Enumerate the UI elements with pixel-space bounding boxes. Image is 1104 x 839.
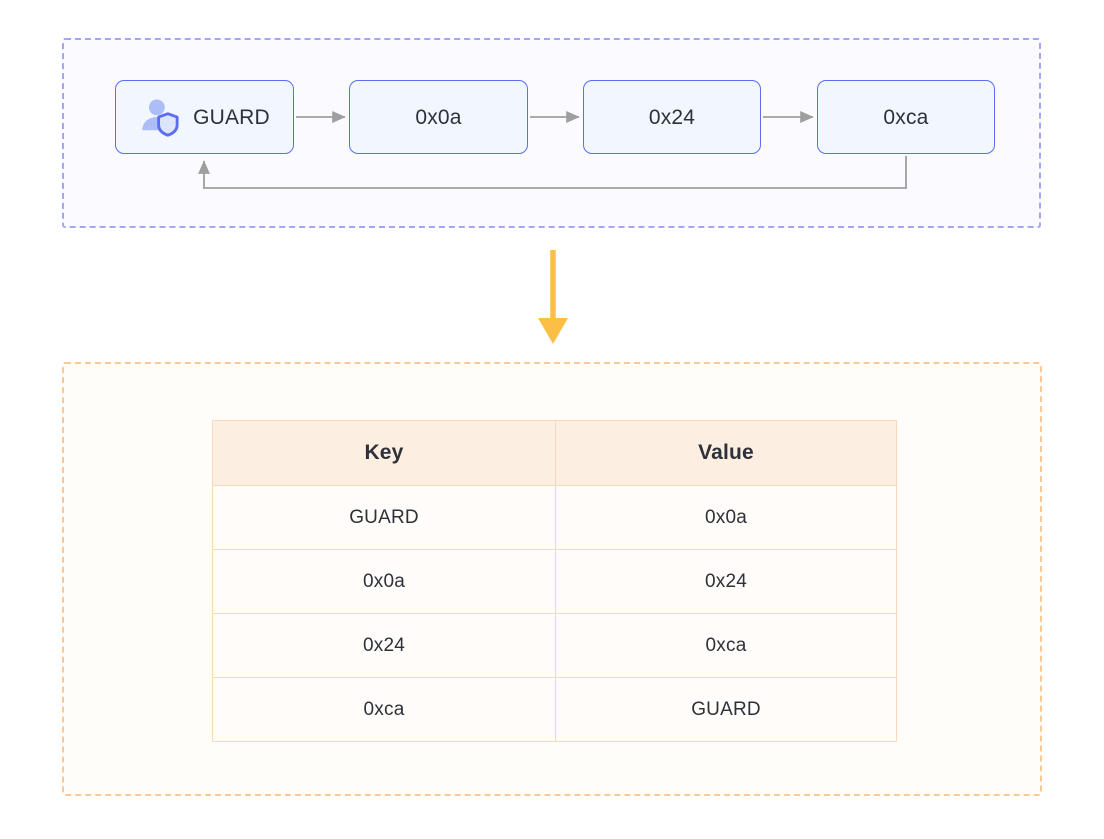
table-row[interactable]: 0x0a 0x24 (212, 549, 897, 614)
cell-key: 0x24 (212, 613, 556, 678)
table-row[interactable]: GUARD 0x0a (212, 485, 897, 550)
table-row[interactable]: 0xca GUARD (212, 677, 897, 742)
down-arrow-icon (538, 250, 568, 344)
cell-value: 0x0a (555, 485, 897, 550)
cell-value: GUARD (555, 677, 897, 742)
node-0xca[interactable]: 0xca (817, 80, 995, 154)
node-guard[interactable]: GUARD (115, 80, 294, 154)
edge-n3-to-guard-loopback (198, 156, 907, 189)
cell-key: GUARD (212, 485, 556, 550)
column-header-value: Value (555, 420, 897, 486)
table-header-row: Key Value (212, 420, 897, 486)
user-shield-icon (142, 99, 179, 137)
cell-value: 0x24 (555, 549, 897, 614)
linked-list-group: GUARD 0x0a 0x24 0xca (62, 38, 1041, 228)
column-header-key: Key (212, 420, 556, 486)
table-row[interactable]: 0x24 0xca (212, 613, 897, 678)
node-0x0a-label: 0x0a (415, 105, 462, 129)
node-0x24-label: 0x24 (648, 105, 696, 129)
node-0x0a[interactable]: 0x0a (349, 80, 528, 154)
cell-key: 0x0a (212, 549, 556, 614)
node-guard-label: GUARD (193, 105, 270, 129)
cell-key: 0xca (212, 677, 556, 742)
key-value-table: Key Value GUARD 0x0a 0x0a 0x24 0x24 0xca (212, 420, 897, 742)
key-value-group: Key Value GUARD 0x0a 0x0a 0x24 0x24 0xca (62, 362, 1042, 796)
node-0x24[interactable]: 0x24 (583, 80, 761, 154)
node-0xca-label: 0xca (883, 105, 929, 129)
cell-value: 0xca (555, 613, 897, 678)
